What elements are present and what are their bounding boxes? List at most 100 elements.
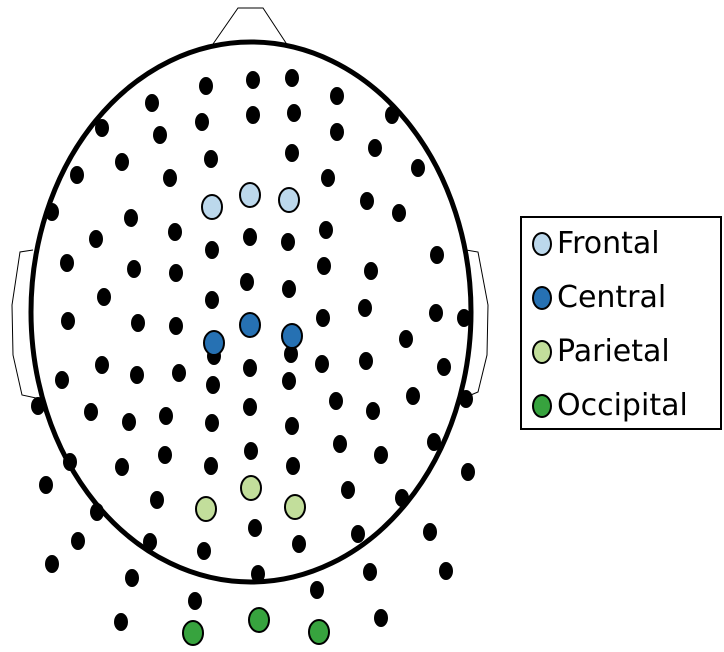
legend-label-occipital: Occipital	[557, 388, 688, 423]
legend-item-occipital: Occipital	[532, 386, 688, 426]
electrode-24	[205, 241, 219, 259]
electrode-17	[70, 166, 84, 184]
frontal-electrode-1	[201, 194, 223, 220]
electrode-84	[395, 489, 409, 507]
electrode-37	[364, 262, 378, 280]
electrode-26	[360, 192, 374, 210]
electrode-12	[385, 106, 399, 124]
electrode-100	[310, 581, 324, 599]
occipital-swatch-icon	[532, 394, 552, 418]
electrode-47	[399, 330, 413, 348]
electrode-41	[358, 299, 372, 317]
central-electrode-2	[239, 312, 261, 338]
electrode-45	[169, 317, 183, 335]
electrode-61	[31, 397, 45, 415]
electrode-56	[359, 352, 373, 370]
electrode-33	[169, 264, 183, 282]
electrode-10	[195, 113, 209, 131]
frontal-electrode-2	[239, 182, 261, 208]
electrode-85	[461, 463, 475, 481]
electrode-44	[131, 314, 145, 332]
electrode-66	[243, 398, 257, 416]
occipital-electrode-3	[308, 619, 330, 645]
electrode-46	[316, 309, 330, 327]
legend-item-frontal: Frontal	[532, 224, 660, 264]
electrode-55	[315, 355, 329, 373]
electrode-65	[205, 414, 219, 432]
electrode-80	[427, 433, 441, 451]
electrode-64	[159, 407, 173, 425]
frontal-electrode-3	[278, 187, 300, 213]
electrode-35	[282, 280, 296, 298]
electrode-28	[89, 230, 103, 248]
electrode-14	[204, 150, 218, 168]
electrode-18	[163, 169, 177, 187]
central-swatch-icon	[532, 286, 552, 310]
electrode-97	[363, 563, 377, 581]
electrode-53	[243, 359, 257, 377]
electrode-21	[45, 203, 59, 221]
central-electrode-1	[203, 330, 225, 356]
legend-item-parietal: Parietal	[532, 332, 670, 372]
central-electrode-3	[281, 323, 303, 349]
electrode-8	[95, 119, 109, 137]
electrode-30	[319, 221, 333, 239]
electrode-49	[95, 356, 109, 374]
electrode-67	[285, 417, 299, 435]
parietal-electrode-3	[284, 494, 306, 520]
electrode-40	[205, 291, 219, 309]
legend-label-central: Central	[557, 280, 667, 315]
legend-label-parietal: Parietal	[557, 334, 670, 369]
electrode-15	[285, 144, 299, 162]
legend: Frontal Central Parietal Occipital	[520, 216, 722, 430]
electrode-82	[150, 491, 164, 509]
electrode-72	[63, 453, 77, 471]
electrode-91	[292, 535, 306, 553]
electrode-39	[97, 288, 111, 306]
electrode-13	[115, 153, 129, 171]
electrode-19	[321, 169, 335, 187]
electrode-99	[188, 592, 202, 610]
electrode-31	[60, 254, 74, 272]
electrode-48	[457, 309, 471, 327]
electrode-3	[199, 77, 213, 95]
electrode-58	[55, 371, 69, 389]
electrode-98	[439, 562, 453, 580]
electrode-95	[125, 569, 139, 587]
electrode-11	[330, 123, 344, 141]
electrode-83	[341, 481, 355, 499]
electrode-57	[437, 358, 451, 376]
electrode-75	[204, 457, 218, 475]
electrode-1	[246, 71, 260, 89]
electrode-16	[368, 139, 382, 157]
electrode-78	[333, 435, 347, 453]
scalp-outline	[28, 39, 474, 585]
electrode-68	[329, 392, 343, 410]
electrode-62	[84, 403, 98, 421]
electrode-86	[90, 503, 104, 521]
electrode-60	[282, 372, 296, 390]
electrode-94	[45, 555, 59, 573]
parietal-electrode-1	[195, 496, 217, 522]
electrode-102	[374, 609, 388, 627]
electrode-38	[430, 246, 444, 264]
electrode-63	[122, 413, 136, 431]
electrode-96	[251, 565, 265, 583]
electrode-27	[392, 204, 406, 222]
electrode-81	[39, 476, 53, 494]
electrode-69	[366, 402, 380, 420]
electrode-70	[406, 387, 420, 405]
electrode-6	[246, 106, 260, 124]
electrode-32	[127, 260, 141, 278]
electrode-22	[124, 209, 138, 227]
electrode-9	[153, 126, 167, 144]
electrode-51	[172, 364, 186, 382]
electrode-93	[423, 523, 437, 541]
electrode-20	[411, 159, 425, 177]
electrode-101	[114, 613, 128, 631]
frontal-swatch-icon	[532, 232, 552, 256]
electrode-77	[286, 457, 300, 475]
electrode-layer	[31, 69, 475, 646]
electrode-71	[459, 390, 473, 408]
electrode-59	[206, 376, 220, 394]
